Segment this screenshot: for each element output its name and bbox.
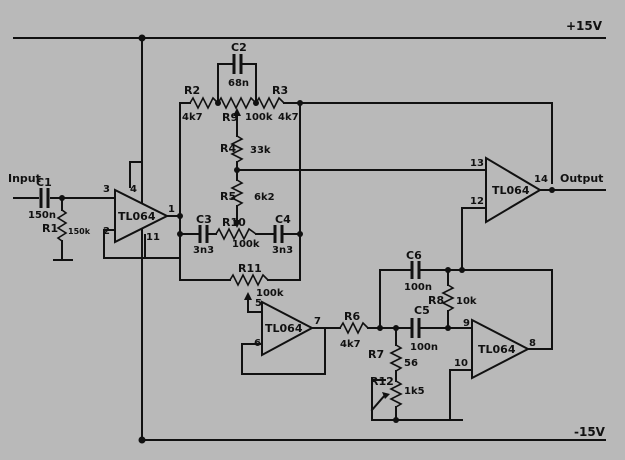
r11-wiper [244,292,252,300]
r8-value: 10k [456,296,477,307]
r9-potentiometer [217,96,257,110]
junction-dot [393,417,399,423]
c4-value: 3n3 [272,245,293,256]
c3-value: 3n3 [193,245,214,256]
opamp-4-pin-out: 8 [529,338,536,349]
opamp-3-pin-in-minus: 12 [470,196,484,207]
junction-dot [59,195,65,201]
negative-rail-label: -15V [574,425,606,439]
opamp-2-pin-out: 7 [314,316,321,327]
r5-resistor [230,179,244,207]
output-label: Output [560,172,603,185]
junction-dot [177,213,183,219]
r6-value: 4k7 [340,339,361,350]
r8-ref: R8 [428,294,444,307]
r7-value: 56 [404,358,418,369]
junction-dot [138,436,146,444]
opamp-3-pin-out: 14 [534,174,548,185]
r4-resistor [230,135,244,163]
r6-resistor [339,321,369,335]
r1-ref: R1 [42,222,58,235]
opamp-1-pin-out: 1 [168,204,175,215]
r7-resistor [389,344,403,372]
junction-dot [459,267,465,273]
r2-ref: R2 [184,84,200,97]
opamp-1-pin-in-minus: 2 [103,226,110,237]
r6-ref: R6 [344,310,360,323]
junction-dot [393,325,399,331]
c2-value: 68n [228,78,249,89]
opamp-1-pin-in-plus: 3 [103,184,110,195]
c5-ref: C5 [414,304,430,317]
c6-value: 100n [404,282,432,293]
junction-dot [234,167,240,173]
c5-value: 100n [410,342,438,353]
r4-value: 33k [250,145,271,156]
opamp-3 [485,156,542,224]
r11-ref: R11 [238,262,262,275]
junction-dot [377,325,383,331]
r3-resistor [255,96,285,110]
opamp-4-pin-in-plus: 9 [463,318,470,329]
r11-potentiometer [229,273,269,287]
r12-wiper [370,393,387,412]
r12-ref: R12 [370,375,394,388]
positive-rail-label: +15V [566,19,603,33]
r10-potentiometer [215,227,257,241]
r1-resistor [56,209,68,242]
r10-value: 100k [232,239,260,250]
r2-value: 4k7 [182,112,203,123]
opamp-1-pin-vminus: 11 [146,232,160,243]
c3-ref: C3 [196,213,212,226]
opamp-2 [261,300,315,357]
opamp-2-pin-in-plus: 5 [255,298,262,309]
junction-dot [445,325,451,331]
junction-dot [445,267,451,273]
junction-dot [253,100,259,106]
junction-dot [549,187,555,193]
r1-value: 150k [68,227,91,236]
opamp-4-type: TL064 [478,343,516,356]
junction-dot [215,100,221,106]
r8-resistor [441,284,455,312]
c2-ref: C2 [231,41,247,54]
c1-value: 150n [28,210,56,221]
c1-ref: C1 [36,176,52,189]
r12-potentiometer [389,380,403,408]
opamp-1-type: TL064 [118,210,156,223]
c6-ref: C6 [406,249,422,262]
opamp-4-pin-in-minus: 10 [454,358,468,369]
c4-ref: C4 [275,213,291,226]
r9-ref: R9 [222,111,238,124]
r2-resistor [189,96,219,110]
opamp-2-type: TL064 [265,322,303,335]
r5-value: 6k2 [254,192,275,203]
r9-value: 100k [245,112,273,123]
junction-dot [138,34,146,42]
r4-ref: R4 [220,142,236,155]
r5-ref: R5 [220,190,236,203]
r3-ref: R3 [272,84,288,97]
r10-ref: R10 [222,216,246,229]
junction-dot [297,231,303,237]
input-label: Input [8,172,41,185]
opamp-1-pin-vplus: 4 [130,184,137,195]
junction-dot [297,100,303,106]
r10-wiper [233,220,241,228]
opamp-4 [471,318,531,380]
r7-ref: R7 [368,348,384,361]
opamp-3-pin-in-plus: 13 [470,158,484,169]
opamp-3-type: TL064 [492,184,530,197]
r3-value: 4k7 [278,112,299,123]
junction-dot [177,231,183,237]
r11-value: 100k [256,288,284,299]
opamp-1 [114,188,170,244]
r12-value: 1k5 [404,386,425,397]
